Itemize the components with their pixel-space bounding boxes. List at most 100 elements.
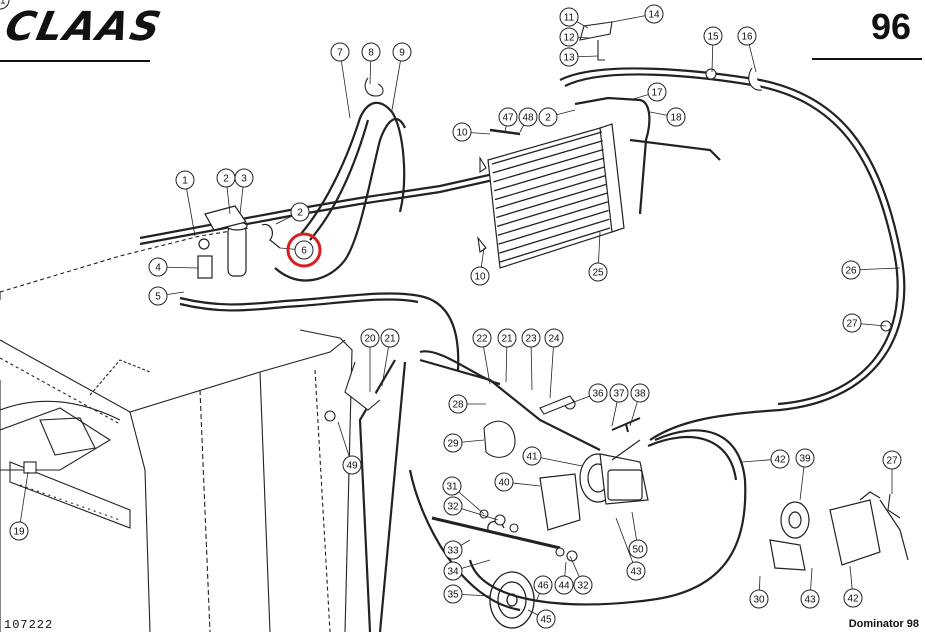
callout-27: 27 [842,313,862,333]
callout-number: 27 [886,456,898,467]
callout-circle [559,27,579,47]
callout-32: 32 [443,496,463,516]
callout-42: 42 [770,449,790,469]
callout-circle [626,561,646,581]
callout-8: 8 [361,42,381,62]
callout-number: 40 [498,478,510,489]
callout-number: 32 [447,502,459,513]
leader-line [339,51,351,119]
callout-circle [749,589,769,609]
condenser-fin [499,227,611,263]
callout-25: 25 [588,262,608,282]
condenser-fin [496,183,607,219]
pulley [431,516,561,629]
callout-7: 7 [330,42,350,62]
callout-number: 20 [364,334,376,345]
callout-15: 15 [703,26,723,46]
callout-5: 5 [148,286,168,306]
callout-number: 30 [753,595,765,606]
callout-39: 39 [795,448,815,468]
compressor-detail [769,491,909,571]
callout-number: 47 [502,113,514,124]
callout-2: 2 [290,202,310,222]
callout-circle [737,26,757,46]
callout-circle [443,561,463,581]
callout-circle [175,170,195,190]
callout-19: 19 [9,521,29,541]
callout-circle [533,575,553,595]
callout-48: 48 [518,107,538,127]
callout-number: 26 [845,266,857,277]
callout-number: 2 [545,113,551,124]
callout-circle [770,449,790,469]
callout-circle [0,0,10,10]
callout-number: 45 [540,615,552,626]
callout-circle [882,450,902,470]
callout-24: 24 [544,328,564,348]
callout-20: 20 [360,328,380,348]
callout-number: 2 [223,174,229,185]
callout-31: 31 [442,476,462,496]
leader-line [18,471,29,532]
callout-10: 10 [470,266,490,286]
callout-number: 29 [447,439,459,450]
callout-circle [443,433,463,453]
highlight-ring [286,232,322,268]
callout-47: 47 [498,107,518,127]
callout-circle [588,383,608,403]
callout-44: 44 [554,575,574,595]
callout-circle [554,575,574,595]
callout-circle [644,4,664,24]
callout-number: 19 [13,527,25,538]
callout-number: 32 [577,581,589,592]
condenser-fin [493,148,604,183]
callout-circle [843,588,863,608]
compressor [539,439,649,531]
callout-34: 34 [443,561,463,581]
callout-circle [518,107,538,127]
callout-circle [148,286,168,306]
callout-circle [703,26,723,46]
callout-38: 38 [630,383,650,403]
callout-circle [443,540,463,560]
callout-circle [148,257,168,277]
callout-number: 21 [384,334,396,345]
callout-number: 2 [297,208,303,219]
callout-43: 43 [800,589,820,609]
callout-36: 36 [588,383,608,403]
callout-number: 51 [0,0,6,7]
callout-9: 9 [392,42,412,62]
condenser-fin [499,218,610,254]
callout-circle [361,42,381,62]
callout-number: 36 [592,389,604,400]
callout-number: 23 [525,334,537,345]
condenser-fin [492,140,603,174]
callout-21: 21 [497,328,517,348]
callout-32: 32 [573,575,593,595]
callout-41: 41 [522,446,542,466]
callout-number: 37 [613,389,625,400]
callout-number: 24 [548,334,560,345]
callout-1: 1 [175,170,195,190]
callout-2: 2 [216,168,236,188]
callout-number: 9 [399,48,405,59]
model-name: Dominator 98 [848,618,919,630]
callout-13: 13 [559,47,579,67]
callout-4: 4 [148,257,168,277]
callout-49: 49 [342,455,362,475]
callout-number: 49 [346,461,358,472]
callout-circle [497,328,517,348]
callout-22: 22 [472,328,492,348]
callout-circle [795,448,815,468]
callout-number: 38 [634,389,646,400]
callout-26: 26 [841,260,861,280]
callout-circle [522,446,542,466]
callout-number: 25 [592,268,604,279]
condenser-fin [495,175,606,210]
callout-number: 1 [182,176,188,187]
callout-circle [842,313,862,333]
callout-circle [472,328,492,348]
callout-number: 5 [155,292,161,303]
